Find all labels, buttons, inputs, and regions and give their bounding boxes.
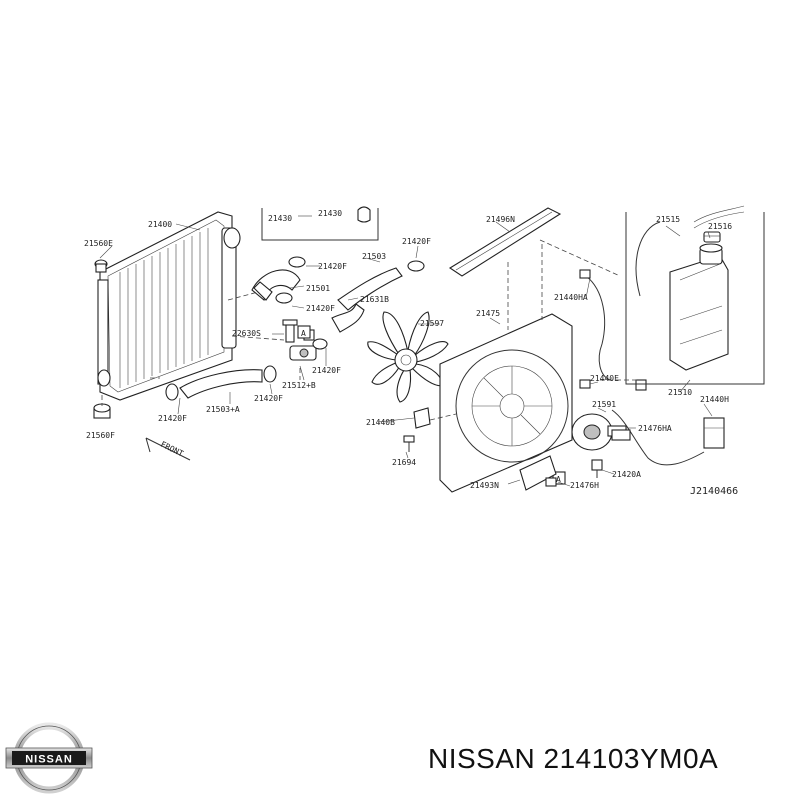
hose-21631B [331,303,365,333]
leader-lines [150,239,640,421]
label-21476HA: 21476HA [638,424,672,433]
label-21440E: 21440E [590,374,619,383]
temp-sensor [282,319,298,343]
reservoir-tank-inset [625,205,765,385]
radiator-mount-upper [94,259,108,273]
label-21512B: 21512+B [282,381,316,390]
lower-radiator-hose [165,338,328,401]
seal-strip [448,207,562,277]
label-21440B: 21440B [366,418,395,427]
part-caption: NISSAN 214103YM0A [428,743,718,775]
label-21493N: 21493N [470,481,499,490]
bracket-21440H [703,417,725,449]
label-21591: 21591 [592,400,616,409]
label-21516: 21516 [708,222,732,231]
label-21440H: 21440H [700,395,729,404]
cooling-fan-blade [367,311,449,403]
fan-shroud [439,313,573,493]
radiator-assembly [97,211,241,401]
marker-box-1: A [297,325,311,339]
clip-21420A [591,459,603,478]
radiator-cap-inset [261,206,379,241]
label-21631B: 21631B [360,295,389,304]
label-21440HA: 21440HA [554,293,588,302]
label-21420F-left: 21420F [158,414,187,423]
caption-brand: NISSAN [428,743,536,774]
logo-text: NISSAN [25,754,73,766]
label-21420F-bottom: 21420F [254,394,283,403]
radiator-mount-lower [93,395,111,419]
label-21503: 21503 [362,252,386,261]
label-21515: 21515 [656,215,680,224]
label-21503A: 21503+A [206,405,240,414]
reservoir-cap [703,231,721,243]
label-21496N: 21496N [486,215,515,224]
part-labels: 21560E 21400 21430 21430 21420F 21501 21… [84,209,732,490]
label-21430-inset: 21430 [318,209,342,218]
label-22630S: 22630S [232,329,261,338]
caption-part-number: 214103YM0A [543,743,719,774]
label-21400: 21400 [148,220,172,229]
label-21501: 21501 [306,284,330,293]
bracket-21440B [413,407,431,429]
hose-21503 [337,260,425,311]
label-21420F-mid: 21420F [306,304,335,313]
label-21420A: 21420A [612,470,641,479]
label-21476H: 21476H [570,481,599,490]
front-label: FRONT [159,440,185,459]
label-21475: 21475 [476,309,500,318]
marker-a-1: A [301,329,306,338]
label-21420F-right: 21420F [402,237,431,246]
label-21560F: 21560F [86,431,115,440]
bolt-21694 [403,435,415,452]
clip-21476H [545,477,557,487]
label-21510: 21510 [668,388,692,397]
marker-a-2: A [556,475,561,484]
fan-harness [579,269,705,466]
label-21420F-top: 21420F [318,262,347,271]
label-21560E: 21560E [84,239,113,248]
label-21694: 21694 [392,458,416,467]
label-leaders [99,221,713,487]
radiator-core-fins [119,228,209,388]
front-direction-arrow: FRONT [145,437,191,461]
diagram-code: J2140466 [690,486,738,497]
label-21420F-lower: 21420F [312,366,341,375]
upper-radiator-hose [251,256,306,304]
nissan-logo-icon: NISSAN [5,722,93,794]
label-21597: 21597 [420,319,444,328]
label-21430: 21430 [268,214,292,223]
resistor-21493N [519,455,557,491]
